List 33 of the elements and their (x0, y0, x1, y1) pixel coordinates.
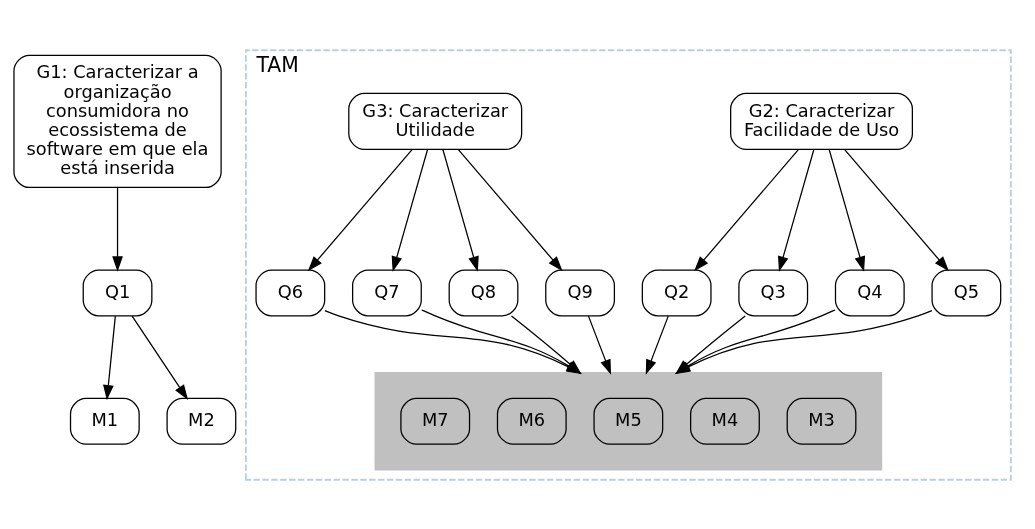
node-box: M4 (690, 397, 760, 445)
arrow (694, 148, 800, 271)
node-box: M1 (69, 397, 140, 445)
arrow (778, 148, 815, 272)
node-box: Q9 (545, 268, 616, 316)
node-box: G2: Caracterizar Facilidade de Uso (730, 92, 913, 150)
node-box: Q8 (448, 268, 519, 316)
node-box: Q1 (82, 268, 153, 316)
arrow (391, 148, 429, 272)
cluster (374, 371, 883, 471)
arrow (843, 148, 949, 271)
arrow (645, 315, 669, 375)
node-box: M7 (400, 397, 471, 445)
node-box: M5 (593, 397, 664, 445)
arrow (103, 315, 116, 400)
node-box: G3: Caracterizar Utilidade (348, 92, 523, 150)
node-box: Q6 (255, 268, 326, 316)
node-box: Q2 (641, 268, 712, 316)
arrow (828, 148, 866, 272)
node-box: Q7 (352, 268, 422, 316)
node-box: M2 (166, 397, 237, 445)
node-box: Q5 (931, 268, 1002, 316)
node-box: Q4 (834, 268, 905, 316)
node-box: M6 (496, 397, 567, 445)
arrow (442, 148, 479, 272)
arrow (112, 186, 123, 272)
node-box: M3 (786, 397, 857, 445)
arrow (587, 315, 611, 375)
arrow (307, 148, 413, 271)
arrow (457, 148, 563, 271)
arrow (131, 315, 189, 400)
node-box: G1: Caracterizar a organização consumidora no ecossistema de software em que ela está inserida (13, 54, 222, 188)
node-box: Q3 (738, 268, 809, 316)
